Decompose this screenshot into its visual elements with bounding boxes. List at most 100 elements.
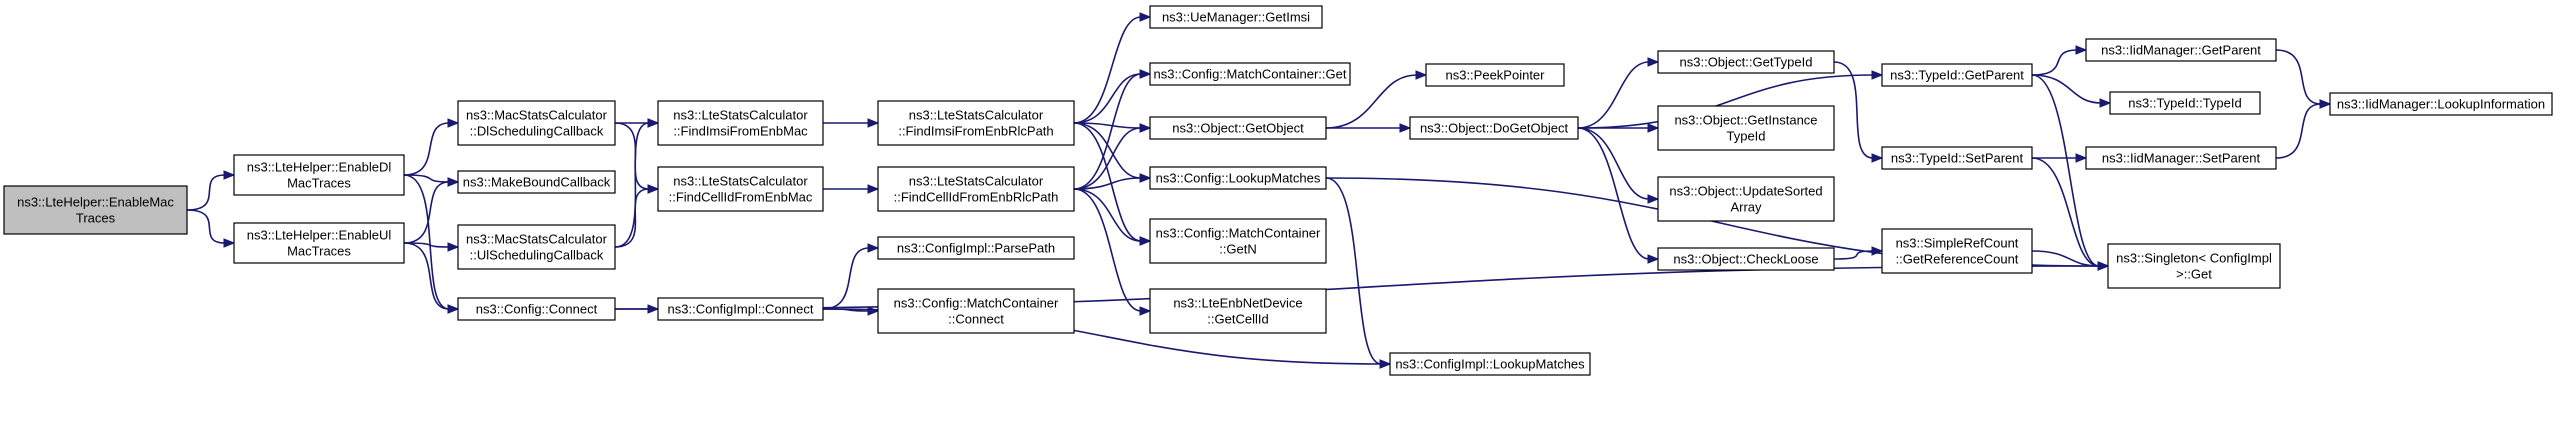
node-label: ns3::Config::LookupMatches — [1156, 171, 1321, 186]
call-edge-line — [1073, 73, 1142, 190]
graph-node-typeTypeId[interactable]: ns3::TypeId::TypeId — [2109, 91, 2261, 115]
arrowhead-icon — [1139, 69, 1152, 79]
graph-node-getImsi[interactable]: ns3::UeManager::GetImsi — [1149, 5, 1323, 29]
node-label: Traces — [76, 211, 116, 226]
node-label: ns3::IidManager::LookupInformation — [2337, 97, 2545, 112]
call-edge-line — [403, 242, 450, 310]
graph-node-implConnect[interactable]: ns3::ConfigImpl::Connect — [657, 297, 824, 321]
call-edge — [403, 242, 460, 314]
call-edge-line — [2031, 49, 2078, 76]
graph-node-findCellEnbRlc[interactable]: ns3::LteStatsCalculator::FindCellIdFromE… — [877, 166, 1075, 212]
node-box — [1149, 62, 1351, 86]
call-edge — [1325, 177, 1392, 369]
arrowhead-icon — [867, 118, 880, 128]
graph-node-ulSched[interactable]: ns3::MacStatsCalculator::UlSchedulingCal… — [457, 224, 616, 270]
arrowhead-icon — [1139, 12, 1152, 22]
node-label: ns3::IidManager::SetParent — [2102, 151, 2261, 166]
call-edge — [822, 118, 880, 128]
call-edge-line — [1325, 177, 1382, 365]
node-box — [1149, 116, 1327, 140]
graph-node-implLookup[interactable]: ns3::ConfigImpl::LookupMatches — [1389, 352, 1591, 376]
graph-node-iidSetParent[interactable]: ns3::IidManager::SetParent — [2085, 146, 2277, 170]
graph-node-parsePath[interactable]: ns3::ConfigImpl::ParsePath — [877, 236, 1075, 260]
graph-node-cfgLookup[interactable]: ns3::Config::LookupMatches — [1149, 166, 1327, 190]
graph-node-objGetObject[interactable]: ns3::Object::GetObject — [1149, 116, 1327, 140]
graph-node-findImsiEnbRlc[interactable]: ns3::LteStatsCalculator::FindImsiFromEnb… — [877, 100, 1075, 146]
call-edge — [2031, 250, 2110, 271]
graph-node-makeBound[interactable]: ns3::MakeBoundCallback — [457, 170, 616, 194]
arrowhead-icon — [647, 184, 660, 194]
graph-node-typeSetParent[interactable]: ns3::TypeId::SetParent — [1881, 146, 2033, 170]
node-box — [1149, 288, 1327, 334]
arrowhead-icon — [647, 118, 660, 128]
arrowhead-icon — [1139, 123, 1152, 133]
graph-node-mcConnect[interactable]: ns3::Config::MatchContainer::Connect — [877, 288, 1075, 334]
call-edge — [403, 177, 460, 244]
node-label: ns3::LteHelper::EnableMac — [17, 195, 174, 210]
call-edge — [822, 184, 880, 194]
call-edge — [1325, 70, 1428, 129]
node-label: ::UlSchedulingCallback — [470, 248, 604, 263]
node-box — [877, 166, 1075, 212]
node-label: ns3::Object::GetObject — [1172, 121, 1304, 136]
node-box — [2107, 243, 2281, 289]
call-edge-line — [2031, 157, 2100, 267]
arrowhead-icon — [1139, 173, 1152, 183]
arrowhead-icon — [1139, 306, 1152, 316]
call-edge — [614, 184, 660, 248]
graph-node-doGetObject[interactable]: ns3::Object::DoGetObject — [1409, 116, 1579, 140]
graph-node-peekPointer[interactable]: ns3::PeekPointer — [1425, 63, 1565, 87]
arrowhead-icon — [867, 243, 880, 253]
node-box — [233, 222, 405, 264]
graph-node-iidLookup[interactable]: ns3::IidManager::LookupInformation — [2329, 92, 2553, 116]
graph-node-mcGet[interactable]: ns3::Config::MatchContainer::Get — [1149, 62, 1351, 86]
graph-node-getCellId[interactable]: ns3::LteEnbNetDevice::GetCellId — [1149, 288, 1327, 334]
graph-node-findImsiEnbMac[interactable]: ns3::LteStatsCalculator::FindImsiFromEnb… — [657, 100, 824, 146]
node-box — [1149, 5, 1323, 29]
node-box — [657, 166, 824, 212]
node-box — [457, 170, 616, 194]
graph-node-mcGetN[interactable]: ns3::Config::MatchContainer::GetN — [1149, 218, 1327, 264]
call-edge-line — [1073, 188, 1142, 242]
node-label: Array — [1730, 200, 1762, 215]
call-edge-line — [403, 174, 450, 310]
node-label: ns3::LteStatsCalculator — [909, 108, 1044, 123]
node-label: ns3::Object::UpdateSorted — [1669, 184, 1822, 199]
graph-node-typeGetParent[interactable]: ns3::TypeId::GetParent — [1881, 63, 2033, 87]
call-edge — [1073, 12, 1152, 124]
arrowhead-icon — [1139, 236, 1152, 246]
graph-node-objGetTypeId[interactable]: ns3::Object::GetTypeId — [1657, 50, 1835, 74]
call-edge — [1073, 123, 1152, 190]
node-box — [877, 236, 1075, 260]
node-box — [457, 297, 616, 321]
node-label: ns3::MakeBoundCallback — [463, 175, 611, 190]
arrowhead-icon — [2099, 98, 2112, 108]
graph-node-configConnect[interactable]: ns3::Config::Connect — [457, 297, 616, 321]
arrowhead-icon — [2075, 45, 2088, 55]
node-box — [1409, 116, 1579, 140]
node-label: ::FindImsiFromEnbMac — [673, 124, 808, 139]
node-box — [1881, 228, 2033, 274]
node-label: ::GetN — [1219, 242, 1257, 257]
call-edge-line — [2275, 103, 2322, 159]
graph-node-objCheckLoose[interactable]: ns3::Object::CheckLoose — [1657, 247, 1835, 271]
graph-node-singleton[interactable]: ns3::Singleton< ConfigImpl >::Get — [2107, 243, 2281, 289]
graph-node-iidGetParent[interactable]: ns3::IidManager::GetParent — [2085, 38, 2277, 62]
call-edge — [2275, 49, 2332, 109]
node-label: TypeId — [1726, 129, 1765, 144]
call-edge-line — [1073, 122, 1142, 242]
graph-node-refCount[interactable]: ns3::SimpleRefCount::GetReferenceCount — [1881, 228, 2033, 274]
arrowhead-icon — [2097, 261, 2110, 271]
call-edge-line — [186, 174, 226, 211]
graph-node-findCellEnbMac[interactable]: ns3::LteStatsCalculator::FindCellIdFromE… — [657, 166, 824, 212]
node-label: >::Get — [2176, 267, 2212, 282]
graph-node-dlSched[interactable]: ns3::MacStatsCalculator::DlSchedulingCal… — [457, 100, 616, 146]
call-edge-line — [614, 122, 650, 190]
node-label: ::GetCellId — [1207, 312, 1268, 327]
call-edge — [1326, 123, 1412, 133]
